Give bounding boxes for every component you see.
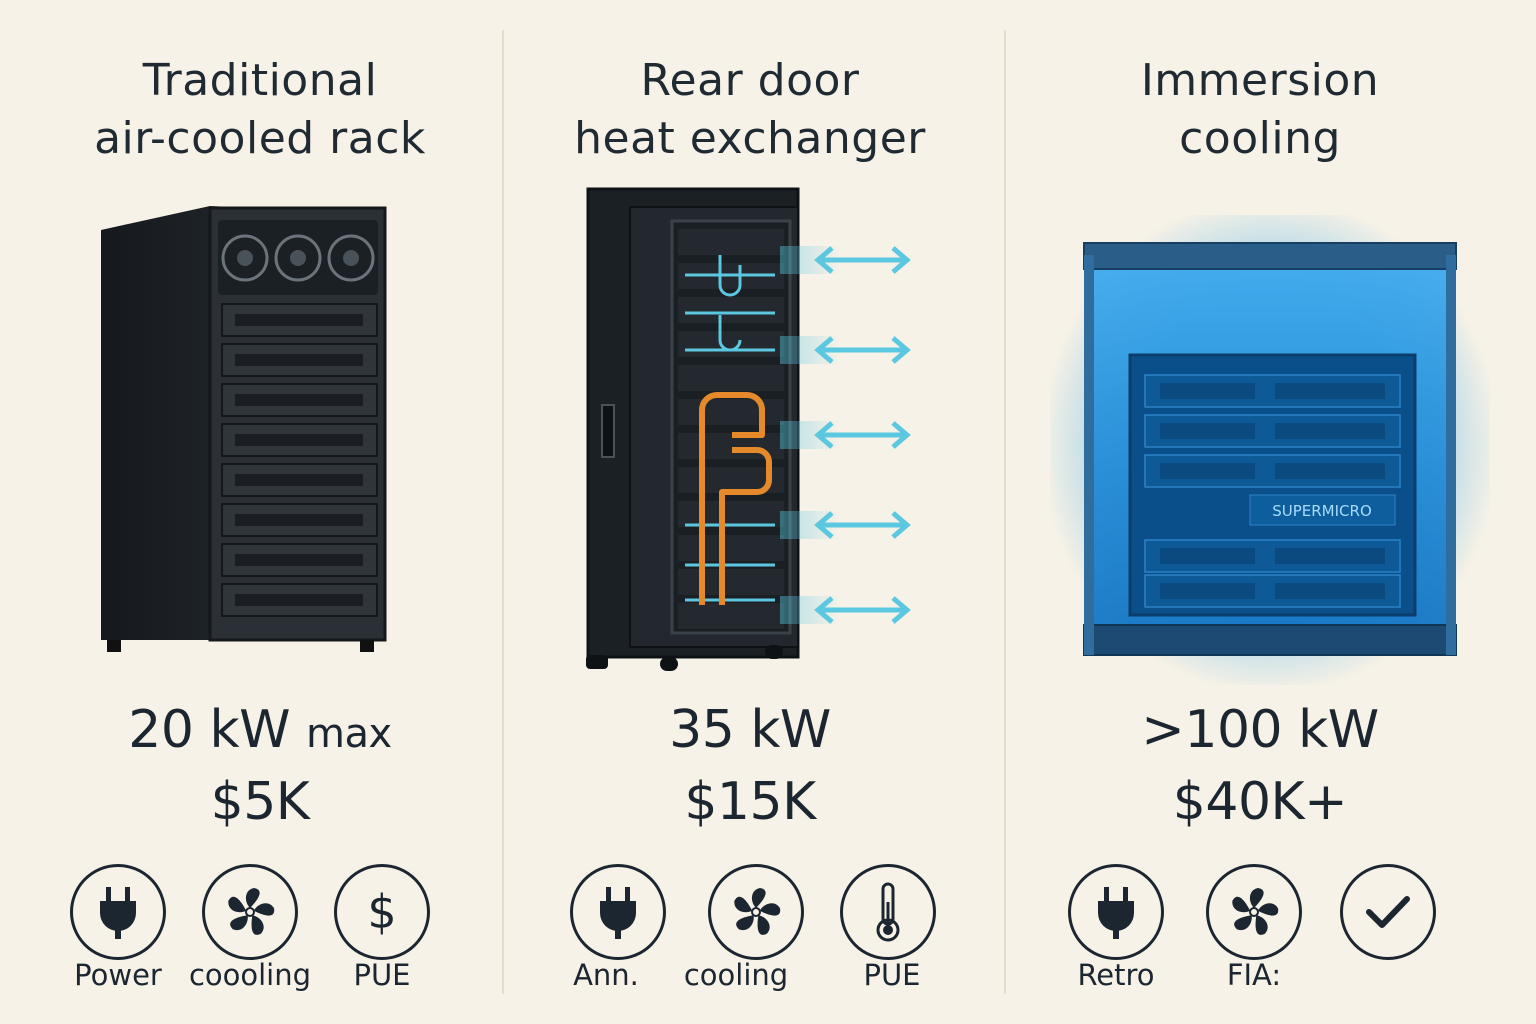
- server-slot: [678, 501, 784, 527]
- airflow-arrow: [780, 596, 911, 624]
- fan-icon: [202, 864, 298, 960]
- power-suffix: max: [306, 711, 392, 757]
- title-line-1: Immersion: [1140, 55, 1380, 106]
- immersion-tank-illustration: SUPERMICRO: [1050, 215, 1490, 685]
- fan-blade: [253, 903, 275, 916]
- dollar-icon: $: [334, 864, 430, 960]
- fan-blade: [751, 888, 766, 908]
- title-line-2: air-cooled rack: [94, 113, 426, 164]
- cost-value: $40K+: [1172, 772, 1348, 832]
- airflow-arrow: [780, 246, 911, 274]
- server-slot: [221, 543, 378, 577]
- cost-value: $5K: [210, 772, 310, 832]
- server-slot: [678, 535, 784, 561]
- divider-right: [1004, 30, 1006, 994]
- panel-rear-door: Rear door heat exchanger 35 kW $15K: [500, 0, 1000, 1024]
- icon-row: Ann. cooling PUE: [500, 850, 1000, 1000]
- server-slots: [221, 303, 378, 617]
- airflow-arrow: [780, 511, 911, 539]
- power-rating: 20 kW max: [10, 700, 510, 760]
- server-slot: [221, 503, 378, 537]
- fan-blade: [736, 915, 754, 931]
- icon-label: Ann.: [573, 958, 639, 992]
- server-slot: [678, 331, 784, 357]
- icon-label: cooling: [683, 958, 789, 992]
- plug-icon: [1068, 864, 1164, 960]
- icon-label: Power: [74, 958, 162, 992]
- server-slot: [678, 297, 784, 323]
- icon-row: Power coooling $ PUE: [10, 850, 510, 1000]
- divider-left: [502, 30, 504, 994]
- panel-title: Immersion cooling: [1010, 52, 1510, 168]
- brand-label: SUPERMICRO: [1272, 502, 1372, 520]
- airflow-arrow: [780, 421, 911, 449]
- icon-row: Retro FIA:: [1010, 850, 1510, 1000]
- icon-label: Retro: [1077, 958, 1155, 992]
- icon-label: PUE: [353, 958, 411, 992]
- title-line-2: heat exchanger: [574, 113, 926, 164]
- rear-door-rack-illustration: [586, 187, 911, 671]
- power-value: 20 kW: [128, 700, 291, 760]
- icon-label: FIA:: [1226, 958, 1282, 992]
- server-slot: [221, 303, 378, 337]
- server-slot: [221, 463, 378, 497]
- fan-blade: [1257, 903, 1279, 916]
- server-slot: [678, 399, 784, 425]
- server-slot: [1144, 454, 1401, 488]
- fan-row: [221, 234, 375, 282]
- fan-blade: [757, 915, 770, 935]
- coolant-pipe: [699, 392, 772, 605]
- panel-immersion: Immersion cooling SUPERMICRO >100 kW $40…: [1010, 0, 1510, 1024]
- thermometer-icon: [840, 864, 936, 960]
- plug-icon: [570, 864, 666, 960]
- server-slot: [221, 343, 378, 377]
- airflow-arrow: [780, 336, 911, 364]
- server-slot: [1144, 414, 1401, 448]
- airflow-arrows: [780, 246, 911, 624]
- server-slot: [221, 583, 378, 617]
- fan-blade: [1234, 915, 1252, 931]
- server-slot: [221, 383, 378, 417]
- server-slot: [1144, 574, 1401, 608]
- fan-blade: [1249, 888, 1264, 908]
- fan-icon: [1206, 864, 1302, 960]
- power-value: 35 kW: [669, 700, 831, 760]
- fan-blade: [228, 896, 247, 913]
- power-value: >100 kW: [1141, 700, 1379, 760]
- icon-label: PUE: [863, 958, 921, 992]
- server-slot: [678, 365, 784, 391]
- panel-air-cooled: Traditional air-cooled rack 20 kW max $5…: [10, 0, 510, 1024]
- fan-blade: [230, 915, 248, 931]
- server-slot: [678, 569, 784, 595]
- panel-title: Traditional air-cooled rack: [10, 52, 510, 168]
- server-slot: [1144, 539, 1401, 573]
- server-slot: [1144, 374, 1401, 408]
- title-line-1: Rear door: [640, 55, 860, 106]
- panel-title: Rear door heat exchanger: [500, 52, 1000, 168]
- air-cooled-rack-illustration: [101, 206, 387, 652]
- cost-value: $15K: [684, 772, 816, 832]
- fan-blade: [1232, 896, 1251, 913]
- title-line-1: Traditional: [142, 55, 378, 106]
- title-line-2: cooling: [1179, 113, 1341, 164]
- server-slot: [678, 603, 784, 629]
- fan-blade: [245, 888, 260, 908]
- fan-blade: [734, 896, 753, 913]
- fan-blade: [1255, 915, 1268, 935]
- server-slots: [678, 229, 784, 629]
- plug-icon: [70, 864, 166, 960]
- server-slot: [221, 423, 378, 457]
- fan-blade: [251, 915, 264, 935]
- icon-label: coooling: [188, 958, 312, 992]
- fan-blade: [759, 903, 781, 916]
- fan-icon: [708, 864, 804, 960]
- check-icon: [1340, 864, 1436, 960]
- server-slot: [678, 229, 784, 255]
- server-slots: [1144, 374, 1401, 608]
